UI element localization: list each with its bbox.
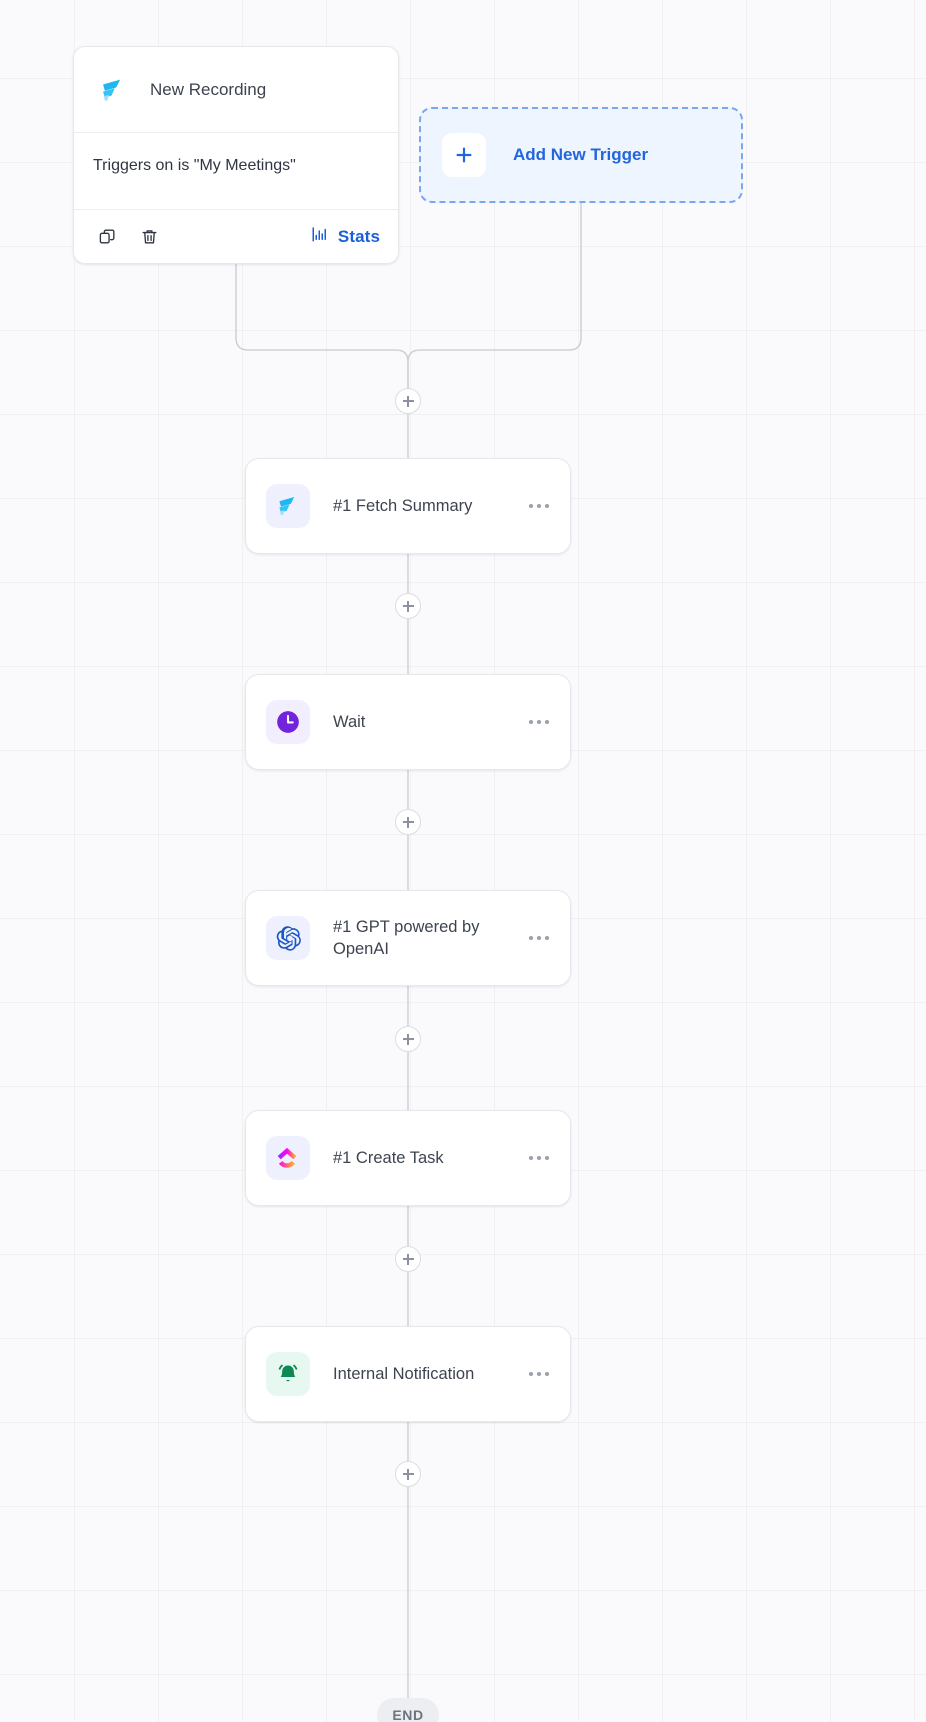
- add-new-trigger-button[interactable]: Add New Trigger: [419, 107, 743, 203]
- node-create-task[interactable]: #1 Create Task: [245, 1110, 571, 1206]
- add-new-trigger-label: Add New Trigger: [513, 145, 649, 164]
- trash-icon[interactable]: [134, 222, 164, 252]
- end-badge: END: [377, 1698, 439, 1722]
- copy-icon[interactable]: [92, 222, 122, 252]
- trigger-footer: Stats: [74, 210, 398, 263]
- add-step-after-trigger-button[interactable]: [395, 388, 421, 414]
- clickup-logo-icon: [266, 1136, 310, 1180]
- node-fetch-summary[interactable]: #1 Fetch Summary: [245, 458, 571, 554]
- openai-logo-icon: [266, 916, 310, 960]
- node-label: Wait: [333, 712, 366, 731]
- ellipsis-icon[interactable]: [524, 709, 554, 735]
- ellipsis-icon[interactable]: [524, 1145, 554, 1171]
- bar-chart-icon: [311, 225, 329, 248]
- node-label: Internal Notification: [333, 1364, 475, 1383]
- node-label: #1 Create Task: [333, 1148, 444, 1167]
- trigger-card[interactable]: New Recording Triggers on is "My Meeting…: [73, 46, 399, 264]
- stats-label: Stats: [337, 226, 380, 246]
- add-step-after-fetch-summary-button[interactable]: [395, 593, 421, 619]
- trigger-body: Triggers on is "My Meetings": [74, 133, 398, 210]
- add-step-after-gpt-button[interactable]: [395, 1026, 421, 1052]
- node-label: #1 Fetch Summary: [333, 496, 473, 515]
- plus-icon: [442, 133, 486, 177]
- ellipsis-icon[interactable]: [524, 493, 554, 519]
- add-step-after-create-task-button[interactable]: [395, 1246, 421, 1272]
- clock-icon: [266, 700, 310, 744]
- bell-icon: [266, 1352, 310, 1396]
- node-label: #1 GPT powered by OpenAI: [333, 917, 480, 958]
- ellipsis-icon[interactable]: [524, 1361, 554, 1387]
- fireflies-logo-icon: [266, 484, 310, 528]
- add-step-after-wait-button[interactable]: [395, 809, 421, 835]
- trigger-header: New Recording: [74, 47, 398, 133]
- node-gpt-openai[interactable]: #1 GPT powered by OpenAI: [245, 890, 571, 986]
- ellipsis-icon[interactable]: [524, 925, 554, 951]
- node-wait[interactable]: Wait: [245, 674, 571, 770]
- stats-button[interactable]: Stats: [311, 225, 380, 248]
- trigger-title: New Recording: [150, 79, 267, 99]
- node-internal-notification[interactable]: Internal Notification: [245, 1326, 571, 1422]
- fireflies-logo-icon: [96, 73, 130, 107]
- trigger-description: Triggers on is "My Meetings": [93, 157, 296, 174]
- add-step-after-notification-button[interactable]: [395, 1461, 421, 1487]
